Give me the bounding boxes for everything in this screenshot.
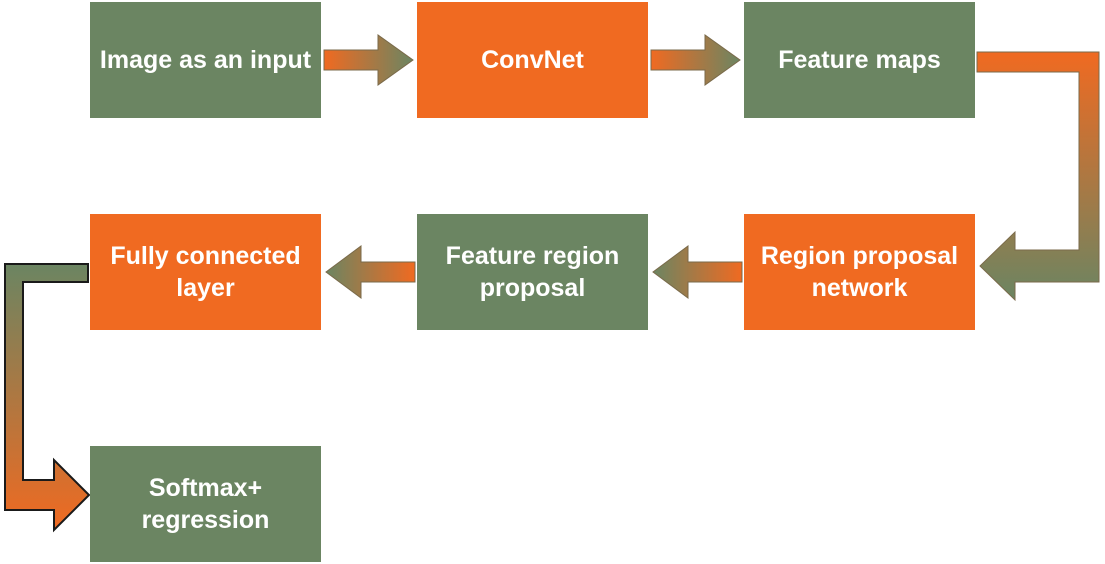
arrow-featuremaps-to-rpn: [976, 51, 1100, 302]
arrow-input-to-convnet: [323, 34, 414, 86]
node-fully-connected-layer: Fully connected layer: [90, 214, 321, 330]
arrow-fc-to-softmax: [4, 263, 91, 533]
node-softmax-regression: Softmax+ regression: [90, 446, 321, 562]
node-convnet-label: ConvNet: [481, 46, 584, 74]
node-feature-region-proposal: Feature region proposal: [417, 214, 648, 330]
arrow-featureregion-to-fc: [325, 245, 416, 299]
node-fully-connected-layer-label: Fully connected layer: [110, 242, 301, 302]
node-feature-region-proposal-label: Feature region proposal: [445, 242, 620, 302]
node-feature-maps-label: Feature maps: [778, 46, 941, 74]
node-region-proposal-network: Region proposal network: [744, 214, 975, 330]
node-softmax-regression-label: Softmax+ regression: [141, 474, 270, 534]
node-region-proposal-network-label: Region proposal network: [760, 242, 959, 302]
arrow-rpn-to-featureregion: [652, 245, 743, 299]
node-image-input: Image as an input: [90, 2, 321, 118]
node-image-input-label: Image as an input: [99, 46, 312, 74]
arrow-convnet-to-featuremaps: [650, 34, 741, 86]
node-convnet: ConvNet: [417, 2, 648, 118]
node-feature-maps: Feature maps: [744, 2, 975, 118]
